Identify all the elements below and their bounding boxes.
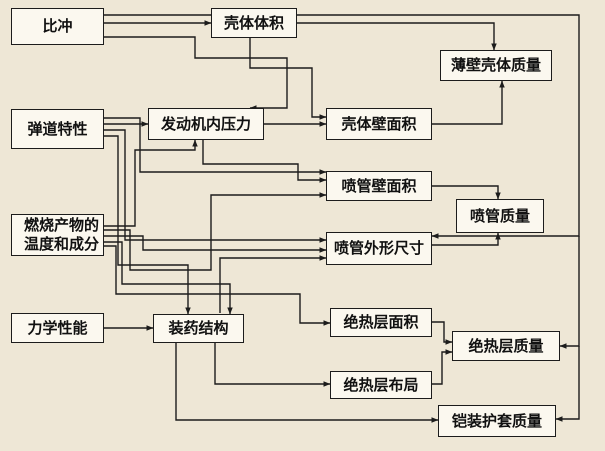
node-bichong: 比冲 <box>11 8 104 45</box>
node-penguan-bimianji: 喷管壁面积 <box>326 171 432 201</box>
edge-bimianji-penguanzhl <box>432 185 501 200</box>
node-penguan-zhiliang: 喷管质量 <box>456 199 544 233</box>
edge-ranshao-jueremianji <box>104 245 331 326</box>
node-label: 弹道特性 <box>27 119 88 138</box>
node-label: 喷管外形尺寸 <box>333 239 424 258</box>
edge-zhuangyao-buju <box>214 343 331 387</box>
edge-buju-juerezhl <box>432 349 453 385</box>
edge-ranshao-waixing <box>104 235 327 253</box>
edge-dandao-zhuangyao <box>104 135 191 315</box>
edge-dandao-penguan <box>104 117 327 175</box>
node-ranshao-chanwu: 燃烧产物的 温度和成分 <box>11 214 104 256</box>
edge-mianji-juerezhl <box>432 321 453 345</box>
node-zhuangyao-jiegou: 装药结构 <box>153 314 244 343</box>
node-label: 装药结构 <box>168 319 229 338</box>
edge-bichong-waixing <box>104 14 580 239</box>
edge-ranshao-neiyali <box>104 139 198 227</box>
edge-zhuangyao-kaizhuang <box>175 343 439 423</box>
edge-zhuangyao-waixing <box>219 255 327 313</box>
node-label: 燃烧产物的 温度和成分 <box>24 216 99 254</box>
node-label: 壳体壁面积 <box>341 114 417 133</box>
edge-ranshao-penguan <box>104 192 327 271</box>
edge-bus-juerezhl <box>559 236 580 349</box>
node-penguan-waixing-chicun: 喷管外形尺寸 <box>326 232 432 265</box>
edge-bus-kaizhuang <box>555 346 580 422</box>
node-lixue-xingneng: 力学性能 <box>11 313 104 343</box>
node-keti-bimianji: 壳体壁面积 <box>326 108 432 140</box>
edge-waixing-penguanzhl <box>432 232 501 246</box>
node-juere-ceng-zhiliang: 绝热层质量 <box>452 331 560 361</box>
node-label: 绝热层布局 <box>343 375 419 394</box>
node-bobi-keti-zhiliang: 薄壁壳体质量 <box>440 50 552 81</box>
node-ketitiji: 壳体体积 <box>211 8 297 38</box>
node-label: 比冲 <box>42 17 73 36</box>
edge-mianji-zhiliang <box>432 80 505 125</box>
node-label: 绝热层面积 <box>343 313 419 332</box>
node-label: 喷管壁面积 <box>341 176 417 195</box>
node-juere-ceng-buju: 绝热层布局 <box>330 371 432 399</box>
node-label: 发动机内压力 <box>160 114 251 133</box>
node-label: 喷管质量 <box>469 206 530 225</box>
node-label-line-1: 燃烧产物的 <box>24 216 100 235</box>
node-kaizhuang-hutao-zhiliang: 铠装护套质量 <box>438 405 556 437</box>
node-label: 铠装护套质量 <box>451 411 542 430</box>
node-fadongji-neiyali: 发动机内压力 <box>148 108 264 140</box>
node-label: 力学性能 <box>27 318 88 337</box>
node-dandao-texing: 弹道特性 <box>11 109 104 149</box>
node-label-line-2: 温度和成分 <box>24 235 100 253</box>
node-label: 壳体体积 <box>223 13 284 32</box>
edge-dandao-waixing <box>104 129 327 243</box>
edge-bichong-neiyali <box>104 36 288 111</box>
edge-tiji-mianji <box>249 38 327 120</box>
edge-neiyali-penguan <box>202 140 327 183</box>
node-juere-ceng-mianji: 绝热层面积 <box>330 308 432 337</box>
edge-tiji-zhiliang <box>297 22 497 51</box>
node-label: 薄壁壳体质量 <box>450 56 541 75</box>
node-label: 绝热层质量 <box>468 336 544 355</box>
